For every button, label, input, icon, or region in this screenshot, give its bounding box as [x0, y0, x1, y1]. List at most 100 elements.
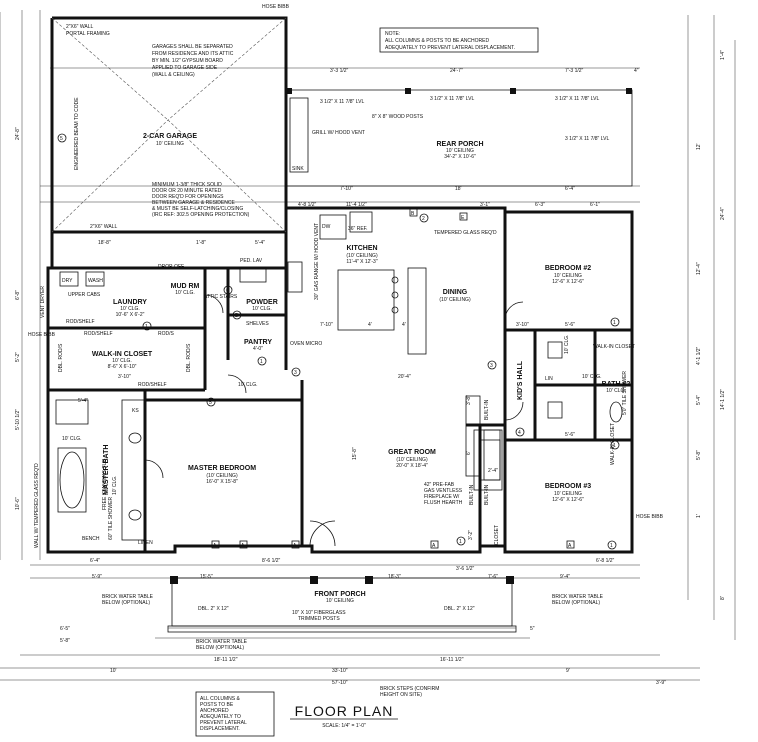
marker-five-2: 5 [60, 136, 63, 142]
dim-b-16-11: 16'-11 1/2" [440, 657, 464, 663]
dim-right-24-4: 24'-4" [720, 207, 726, 220]
notes-text: NOTE: ALL COLUMNS & POSTS TO BE ANCHORED… [28, 4, 664, 732]
marker-a-4: A [432, 543, 436, 549]
lvl-3: 3 1/2" X 11 7/8" LVL [555, 96, 599, 102]
marker-a-3: A [293, 543, 297, 549]
master-bath-name: MASTER BATH [103, 445, 110, 495]
marker-two: 2 [422, 216, 425, 222]
linen-label: LINEN [138, 540, 153, 546]
dim-b-3-9: 3'-9" [656, 680, 666, 686]
closet-label: CLOSET [494, 525, 500, 545]
brick-steps-1: BRICK STEPS (CONFIRM [380, 686, 439, 692]
dim-gr-15-8: 15'-8" [352, 447, 358, 460]
bottom-note-4: ADEQUATELY TO [200, 714, 241, 720]
dim-gr-20-4: 20'-4" [398, 374, 411, 380]
great-room-name: GREAT ROOM [388, 449, 436, 456]
porch-posts-1: 10" X 10" FIBERGLASS [292, 610, 346, 616]
portal-framing: PORTAL FRAMING [66, 31, 110, 37]
rod-shelf-4: ROD/SHELF [138, 382, 167, 388]
dim-k-6-1: 6'-1" [590, 202, 600, 208]
dim-fp-9-4r: 9'-4" [560, 574, 570, 580]
laundry-ceiling: 10' CLG. [120, 306, 140, 312]
fireplace [473, 429, 503, 491]
tile-shower-2: 5'0" TILE SHOWER [622, 371, 628, 415]
lin-label: LIN [545, 376, 553, 382]
door-note-6: (IRC REF: 302.5 OPENING PROTECTION) [152, 212, 250, 218]
dbl-rod-2: DBL. ROD/S [186, 343, 192, 372]
built-in-1: BUILT-IN [484, 399, 490, 420]
hose-bibb-3: HOSE BIBB [636, 514, 664, 520]
dbl-left: DBL. 2" X 12" [198, 606, 229, 612]
posts-note: 8" X 8" WOOD POSTS [372, 114, 424, 120]
garage-note-5: (WALL & CEILING) [152, 72, 195, 78]
dim-b-18-11: 18'-11 1/2" [214, 657, 238, 663]
dim-top-right-4: 4" [634, 68, 639, 74]
tile-shower: 60" TILE SHOWER [108, 497, 114, 540]
garage-name: 2-CAR GARAGE [143, 133, 197, 140]
marker-four: 4 [518, 430, 521, 436]
dim-b-15-5: 15'-5" [200, 574, 213, 580]
door-note-1: MINIMUM 1-3/8" THICK SOLID [152, 182, 222, 188]
bottom-note-5: PREVENT LATERAL [200, 720, 247, 726]
master-bath-ceiling: 10' CLG. [112, 475, 118, 495]
marker-labels: A A A A A E B 2 1 5 1 3 4 1 1 1 1 C D 5 … [60, 136, 616, 549]
laundry-name: LAUNDRY [113, 299, 147, 306]
rear-porch-ceiling: 10' CEILING [446, 148, 474, 154]
dim-fp-9-4: 8'-6 1/2" [262, 558, 281, 564]
dim-b-9: 9' [566, 668, 570, 674]
hose-bibb-1: HOSE BIBB [262, 4, 290, 10]
dim-gr-6: 6' [466, 451, 472, 455]
clg-10-2: 10' CLG. [238, 382, 258, 388]
built-in-3: BUILT-IN [469, 484, 475, 505]
dim-left-6-8: 6'-8" [15, 290, 21, 300]
upper-cabs: UPPER CABS [68, 292, 101, 298]
dim-l-5-4: 5'-4" [78, 398, 88, 404]
dim-right-8: 8' [720, 596, 726, 600]
bench-label: BENCH [82, 536, 100, 542]
header-wall-2: 2"X6" WALL [90, 224, 117, 230]
top-note-line1: ALL COLUMNS & POSTS TO BE ANCHORED [385, 38, 489, 44]
attic-stairs: ATTIC STAIRS [204, 294, 238, 300]
dim-fp-6-8: 6'-8 1/2" [596, 558, 615, 564]
lvl-4: 3 1/2" X 11 7/8" LVL [565, 136, 609, 142]
brick-steps-2: HEIGHT ON SITE) [380, 692, 422, 698]
dim-gr-3-8: 3'-8" [466, 395, 472, 405]
garage-note-3: BY MIN. 1/2" GYPSUM BOARD [152, 58, 223, 64]
plan-title: FLOOR PLAN [295, 703, 394, 719]
bottom-note-6: DISPLACEMENT. [200, 726, 240, 732]
powder-name: POWDER [246, 299, 278, 306]
title-block: FLOOR PLAN SCALE: 1/4" = 1'-0" [290, 703, 398, 729]
hood-label: 30" GAS RANGE W/ HOOD VENT [314, 223, 320, 300]
grill-note: GRILL W/ HOOD VENT [312, 130, 365, 136]
brick-right-1: BRICK WATER TABLE [552, 594, 604, 600]
rear-porch-name: REAR PORCH [436, 141, 483, 148]
dim-d-7-10: 7'-10" [320, 322, 333, 328]
marker-three-2: 3 [490, 363, 493, 369]
marker-a-2: A [241, 543, 245, 549]
dim-gr-2-4: 2'-4" [488, 468, 498, 474]
dim-g-18-8: 18'-8" [98, 240, 111, 246]
front-porch-name: FRONT PORCH [314, 591, 365, 598]
ped-lav: PED. LAV [240, 258, 263, 264]
hose-bibb-2: HOSE BIBB [28, 332, 56, 338]
dim-d-5-6b: 5'-6" [565, 432, 575, 438]
shelves-label: SHELVES [246, 321, 269, 327]
great-room-ceiling: (10' CEILING) [396, 457, 428, 463]
fireplace-1: 42" PRE-FAB [424, 482, 455, 488]
walk-in-closet-2-name: WALK-IN CLOSET [593, 344, 635, 350]
brick-right-2: BELOW (OPTIONAL) [552, 600, 600, 606]
room-labels: 2-CAR GARAGE 10' CEILING REAR PORCH 10' … [92, 133, 635, 604]
garage-ceiling: 10' CEILING [156, 141, 184, 147]
dimension-lines [0, 10, 736, 681]
dim-b-10: 10' [110, 668, 117, 674]
dim-b-5r: 5" [530, 626, 535, 632]
dim-b-57: 57'-10" [332, 680, 348, 686]
bedroom3-ceiling: 10' CEILING [554, 491, 582, 497]
dim-k-11-4: 11'-4 1/2" [346, 202, 367, 208]
dim-b-33: 33'-10" [332, 668, 348, 674]
dry-label: DRY [62, 278, 73, 284]
top-note-line2: ADEQUATELY TO PREVENT LATERAL DISPLACEME… [385, 45, 515, 51]
vent-dryer: VENT DRYER [40, 286, 46, 318]
dim-b-6-5: 6'-5" [60, 626, 70, 632]
